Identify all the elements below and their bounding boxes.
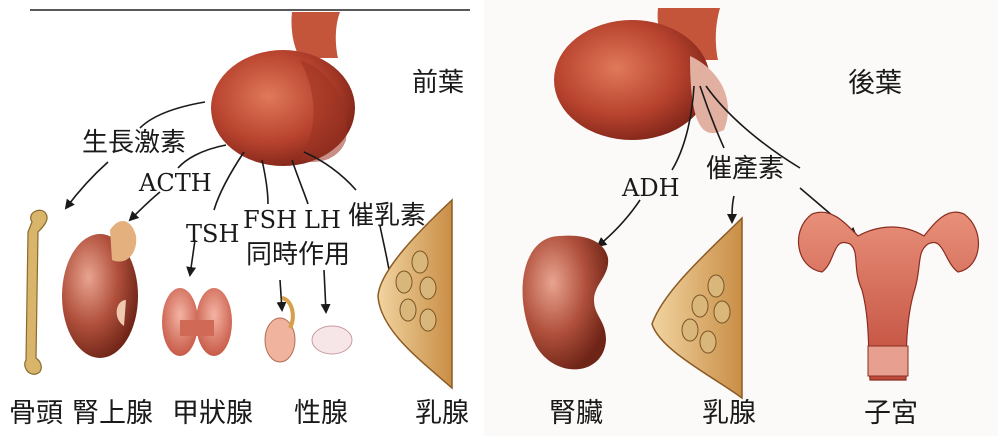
mammary-right-label: 乳腺	[702, 400, 756, 427]
acth-label: ACTH	[139, 171, 212, 195]
ovary-illustration	[312, 326, 352, 354]
mammary-left-label: 乳腺	[415, 400, 469, 427]
prolactin-label: 催乳素	[348, 203, 426, 229]
adh-label: ADH	[622, 176, 680, 200]
tsh-label: TSH	[186, 222, 239, 246]
gh-label: 生長激素	[82, 130, 186, 156]
oxytocin-label: 催產素	[706, 156, 784, 182]
lh-label: LH	[304, 208, 341, 232]
fsh-lh-note-label: 同時作用	[246, 242, 350, 268]
adrenal-label: 腎上腺	[72, 400, 153, 427]
posterior-lobe-title: 後葉	[848, 70, 902, 97]
fsh-label: FSH	[243, 208, 297, 232]
anterior-lobe-title: 前葉	[412, 70, 464, 96]
uterus-label: 子宮	[864, 400, 918, 427]
bone-label: 骨頭	[9, 400, 63, 427]
thyroid-label: 甲狀腺	[172, 400, 253, 427]
kidney-label: 腎臟	[549, 400, 603, 427]
gonad-label: 性腺	[294, 400, 348, 427]
